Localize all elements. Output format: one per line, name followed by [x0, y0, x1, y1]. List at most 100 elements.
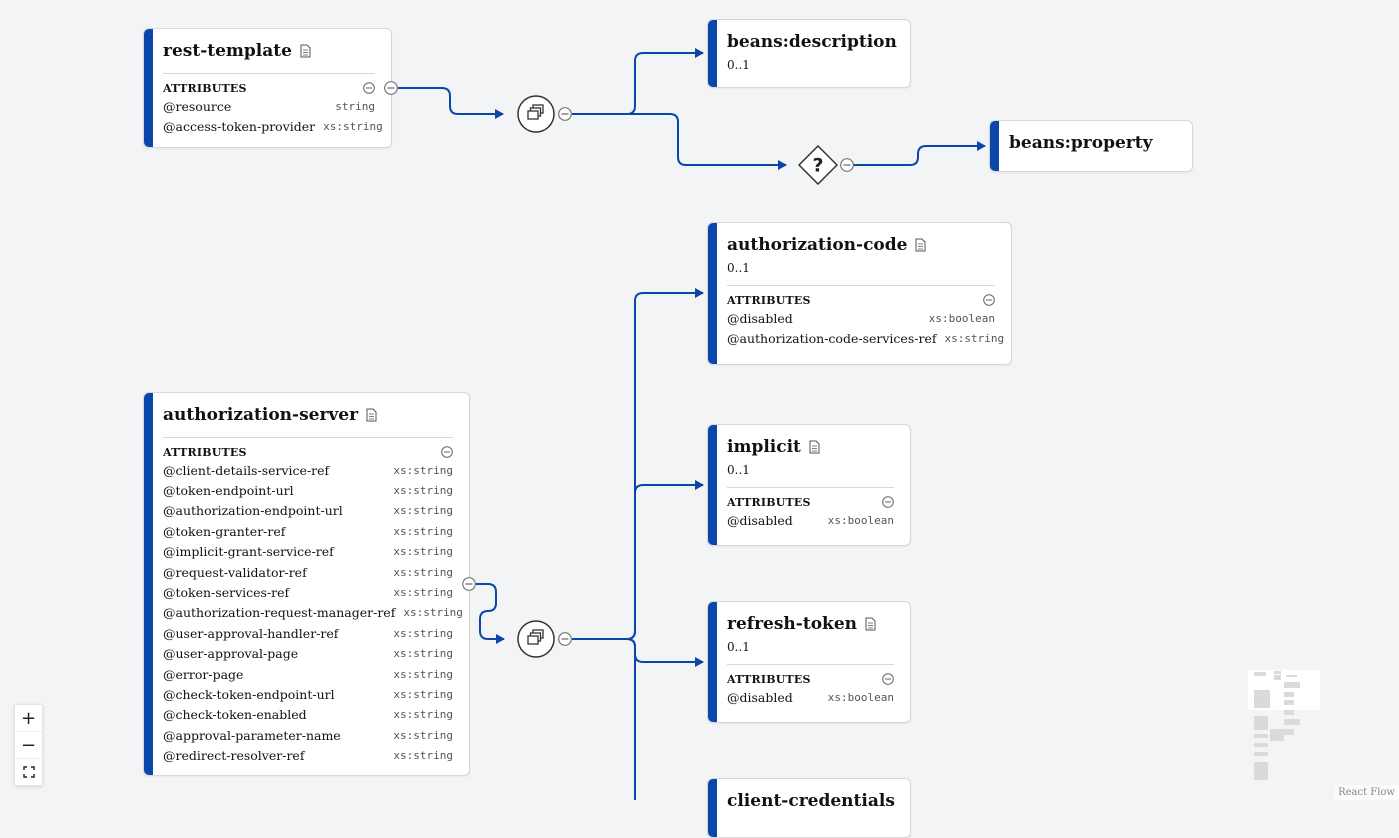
sequence-compositor-icon[interactable]: [517, 620, 555, 658]
zoom-in-button[interactable]: +: [15, 705, 42, 732]
minimap-node: [1270, 729, 1284, 741]
collapse-children-icon[interactable]: [462, 577, 476, 591]
collapse-children-icon[interactable]: [840, 158, 854, 172]
collapse-attributes-icon[interactable]: [882, 496, 894, 508]
minimap-node: [1284, 710, 1294, 715]
attributes-label: ATTRIBUTES: [163, 81, 247, 95]
cardinality: 0..1: [727, 58, 750, 72]
minimap-node: [1284, 700, 1294, 705]
sequence-compositor-icon[interactable]: [517, 95, 555, 133]
node-title: beans:description: [727, 32, 897, 52]
edge-seq-refresh-token: [572, 638, 704, 667]
minimap-node: [1254, 690, 1270, 708]
minimap-node: [1284, 692, 1294, 697]
node-beans-property[interactable]: beans:property: [989, 120, 1193, 172]
node-accent-bar: [708, 602, 717, 722]
minimap-node: [1254, 734, 1268, 738]
minimap-node: [1274, 671, 1281, 674]
documentation-icon[interactable]: [366, 408, 377, 422]
edge-seq-beans-description: [572, 48, 704, 115]
collapse-children-icon[interactable]: [558, 632, 572, 646]
node-title: client-credentials: [727, 791, 895, 811]
node-title: implicit: [727, 437, 801, 457]
node-accent-bar: [990, 121, 999, 171]
node-title: beans:property: [1009, 133, 1153, 153]
edge-auth-server-seq: [476, 583, 505, 644]
edge-rest-template-seq: [398, 87, 504, 119]
node-client-credentials[interactable]: client-credentials: [707, 778, 911, 838]
collapse-attributes-icon[interactable]: [363, 82, 375, 94]
attributes-label: ATTRIBUTES: [727, 672, 811, 686]
choice-label: ?: [812, 155, 823, 177]
zoom-out-button[interactable]: −: [15, 732, 42, 759]
node-accent-bar: [708, 223, 717, 364]
node-authorization-code[interactable]: authorization-code 0..1 ATTRIBUTES @disa…: [707, 222, 1012, 365]
documentation-icon[interactable]: [300, 44, 311, 58]
minimap-node: [1274, 675, 1281, 680]
minimap-node: [1284, 729, 1294, 735]
attributes-label: ATTRIBUTES: [727, 293, 811, 307]
node-accent-bar: [144, 29, 153, 147]
attributes-label: ATTRIBUTES: [163, 445, 247, 459]
react-flow-attribution[interactable]: React Flow: [1334, 785, 1399, 800]
attributes-label: ATTRIBUTES: [727, 495, 811, 509]
node-authorization-server[interactable]: authorization-server ATTRIBUTES @client-…: [143, 392, 470, 776]
node-beans-description[interactable]: beans:description 0..1: [707, 19, 911, 88]
minimap[interactable]: [1190, 668, 1338, 788]
documentation-icon[interactable]: [865, 617, 876, 631]
documentation-icon[interactable]: [809, 440, 820, 454]
node-title: refresh-token: [727, 614, 857, 634]
collapse-attributes-icon[interactable]: [983, 294, 995, 306]
minimap-node: [1284, 682, 1300, 688]
minimap-node: [1254, 762, 1268, 780]
node-accent-bar: [708, 20, 717, 87]
node-title: authorization-server: [163, 405, 359, 425]
cardinality: 0..1: [727, 261, 750, 275]
node-accent-bar: [144, 393, 153, 775]
collapse-children-icon[interactable]: [558, 107, 572, 121]
collapse-children-icon[interactable]: [384, 81, 398, 95]
cardinality: 0..1: [727, 463, 750, 477]
minimap-node: [1254, 743, 1268, 747]
documentation-icon[interactable]: [915, 238, 926, 252]
collapse-attributes-icon[interactable]: [441, 446, 453, 458]
choice-compositor-icon[interactable]: ?: [798, 145, 838, 185]
minimap-node: [1284, 719, 1300, 725]
cardinality: 0..1: [727, 640, 750, 654]
zoom-controls: + −: [14, 704, 43, 786]
edge-choice-beans-property: [853, 141, 986, 166]
edge-seq-implicit: [572, 480, 704, 640]
fit-view-button[interactable]: [15, 759, 42, 785]
node-accent-bar: [708, 425, 717, 545]
minimap-node: [1254, 716, 1268, 730]
edge-seq-choice: [572, 113, 787, 170]
collapse-attributes-icon[interactable]: [882, 673, 894, 685]
fit-view-icon: [22, 766, 35, 778]
node-title: rest-template: [163, 41, 292, 61]
